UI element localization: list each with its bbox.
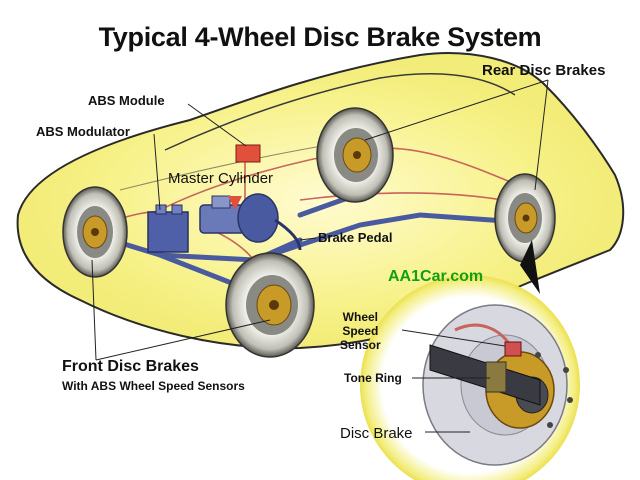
master-cylinder-label: Master Cylinder bbox=[168, 170, 274, 187]
brake-pedal-label: Brake Pedal bbox=[318, 230, 393, 245]
wheel-speed-sensor-line-1: Wheel bbox=[342, 310, 379, 324]
wheel-speed-sensor-line-2: Speed bbox=[342, 324, 379, 338]
page-title: Typical 4-Wheel Disc Brake System bbox=[98, 22, 542, 52]
abs-modulator-label: ABS Modulator bbox=[36, 124, 130, 139]
disc-brake-label: Disc Brake bbox=[340, 425, 413, 442]
zoom-inset bbox=[360, 275, 580, 480]
front-left-wheel bbox=[62, 186, 128, 278]
rear-disc-brakes-label: Rear Disc Brakes bbox=[482, 62, 606, 79]
leader-lines bbox=[91, 79, 549, 361]
red-arrow-icon bbox=[228, 196, 242, 210]
abs-module-label: ABS Module bbox=[88, 93, 165, 108]
zoom-leader-lines bbox=[401, 329, 506, 433]
front-right-wheel bbox=[225, 252, 315, 358]
master-cylinder bbox=[199, 193, 302, 251]
front-disc-brakes-label: Front Disc Brakes bbox=[62, 358, 199, 375]
wheel-speed-sensor-label: Wheel Speed Sensor bbox=[340, 310, 381, 352]
rear-left-wheel bbox=[316, 107, 394, 203]
wheel-speed-sensor-line-3: Sensor bbox=[340, 338, 381, 352]
abs-module-box bbox=[235, 144, 261, 163]
watermark: AA1Car.com bbox=[388, 268, 484, 285]
front-disc-brakes-subtitle: With ABS Wheel Speed Sensors bbox=[62, 379, 245, 393]
rear-right-wheel bbox=[494, 173, 556, 263]
zoom-pointer bbox=[520, 240, 540, 294]
tone-ring-label: Tone Ring bbox=[344, 371, 402, 385]
abs-modulator bbox=[147, 204, 189, 253]
